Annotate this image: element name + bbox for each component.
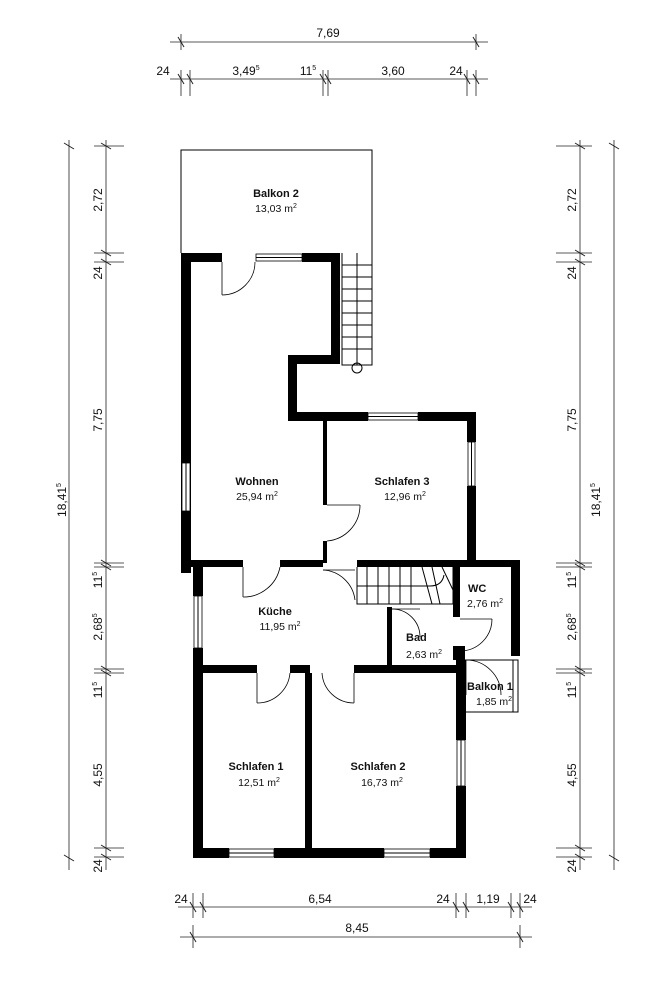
dim-right-455: 4,55: [565, 763, 579, 787]
walls: [181, 253, 520, 858]
svg-text:Wohnen: Wohnen: [235, 476, 278, 488]
svg-text:Schlafen 2: Schlafen 2: [350, 761, 405, 773]
dim-left-115-a: 115: [91, 572, 105, 588]
dim-right-115-b: 115: [565, 682, 579, 698]
dim-left-2685: 2,685: [91, 613, 105, 640]
dim-right-24-b: 24: [565, 859, 579, 873]
dim-left-455: 4,55: [91, 763, 105, 787]
upper-staircase: [341, 253, 373, 374]
svg-text:2,76 m2: 2,76 m2: [467, 598, 503, 610]
dim-bottom-119: 1,19: [476, 892, 500, 906]
top-dimensions: 7,69 24 3,495 115 3,60 24: [156, 26, 488, 96]
dim-right-272: 2,72: [565, 188, 579, 212]
svg-text:Küche: Küche: [258, 606, 292, 618]
dim-bottom-overall: 8,45: [345, 921, 369, 935]
dim-bottom-24-b: 24: [436, 892, 450, 906]
dim-bottom-24-c: 24: [523, 892, 537, 906]
room-label-schlafen1: Schlafen 1 12,51 m2: [228, 761, 283, 789]
room-label-bad: Bad 2,63 m2: [406, 632, 442, 661]
bottom-dimensions: 24 6,54 24 1,19 24 8,45: [174, 892, 537, 948]
svg-text:12,96 m2: 12,96 m2: [384, 491, 426, 503]
dim-right-overall: 18,415: [589, 483, 603, 517]
dim-left-775: 7,75: [91, 408, 105, 432]
dim-top-3495: 3,495: [232, 64, 259, 78]
dim-top-24-right: 24: [449, 64, 463, 78]
svg-text:Schlafen 1: Schlafen 1: [228, 761, 283, 773]
room-label-wohnen: Wohnen 25,94 m2: [235, 476, 278, 503]
room-label-balkon2: Balkon 2 13,03 m2: [253, 188, 299, 215]
dim-bottom-24-a: 24: [174, 892, 188, 906]
svg-text:Balkon 2: Balkon 2: [253, 188, 299, 200]
dim-top-115: 115: [300, 64, 316, 78]
room-label-wc: WC 2,76 m2: [467, 583, 503, 610]
balkon2-outline: [180, 149, 373, 253]
dim-right-115-a: 115: [565, 572, 579, 588]
svg-text:16,73 m2: 16,73 m2: [361, 777, 403, 789]
room-label-schlafen2: Schlafen 2 16,73 m2: [350, 761, 405, 789]
dim-top-overall: 7,69: [316, 26, 340, 40]
svg-text:2,63 m2: 2,63 m2: [406, 649, 442, 661]
room-label-kueche: Küche 11,95 m2: [258, 606, 300, 633]
dim-left-overall: 18,415: [55, 483, 69, 517]
balkon1-outline: [465, 659, 519, 713]
doors: [221, 261, 502, 704]
dim-left-272: 2,72: [91, 188, 105, 212]
dim-left-24-b: 24: [91, 859, 105, 873]
svg-text:Balkon 1: Balkon 1: [467, 681, 513, 693]
room-label-balkon1: Balkon 1 1,85 m2: [467, 681, 513, 708]
svg-text:11,95 m2: 11,95 m2: [259, 621, 300, 633]
svg-text:12,51 m2: 12,51 m2: [238, 777, 280, 789]
svg-text:25,94 m2: 25,94 m2: [236, 491, 278, 503]
dim-top-360: 3,60: [381, 64, 405, 78]
dim-right-2685: 2,685: [565, 613, 579, 640]
svg-text:WC: WC: [468, 583, 486, 595]
dim-left-115-b: 115: [91, 682, 105, 698]
lower-staircase: [356, 566, 454, 605]
dim-left-24-a: 24: [91, 266, 105, 280]
dim-right-24-a: 24: [565, 266, 579, 280]
svg-text:Schlafen 3: Schlafen 3: [374, 476, 429, 488]
dim-right-775: 7,75: [565, 408, 579, 432]
room-label-schlafen3: Schlafen 3 12,96 m2: [374, 476, 429, 503]
dim-top-24-left: 24: [156, 64, 170, 78]
dim-bottom-654: 6,54: [308, 892, 332, 906]
windows: [181, 253, 476, 858]
svg-text:Bad: Bad: [406, 632, 427, 644]
svg-text:1,85 m2: 1,85 m2: [476, 696, 512, 708]
svg-text:13,03 m2: 13,03 m2: [255, 203, 297, 215]
left-dimensions: 18,415 2,72 24 7,75 115 2,685 115 4,55 2…: [55, 140, 124, 873]
right-dimensions: 18,415 2,72 24 7,75 115 2,685 115 4,55 2…: [556, 140, 620, 873]
